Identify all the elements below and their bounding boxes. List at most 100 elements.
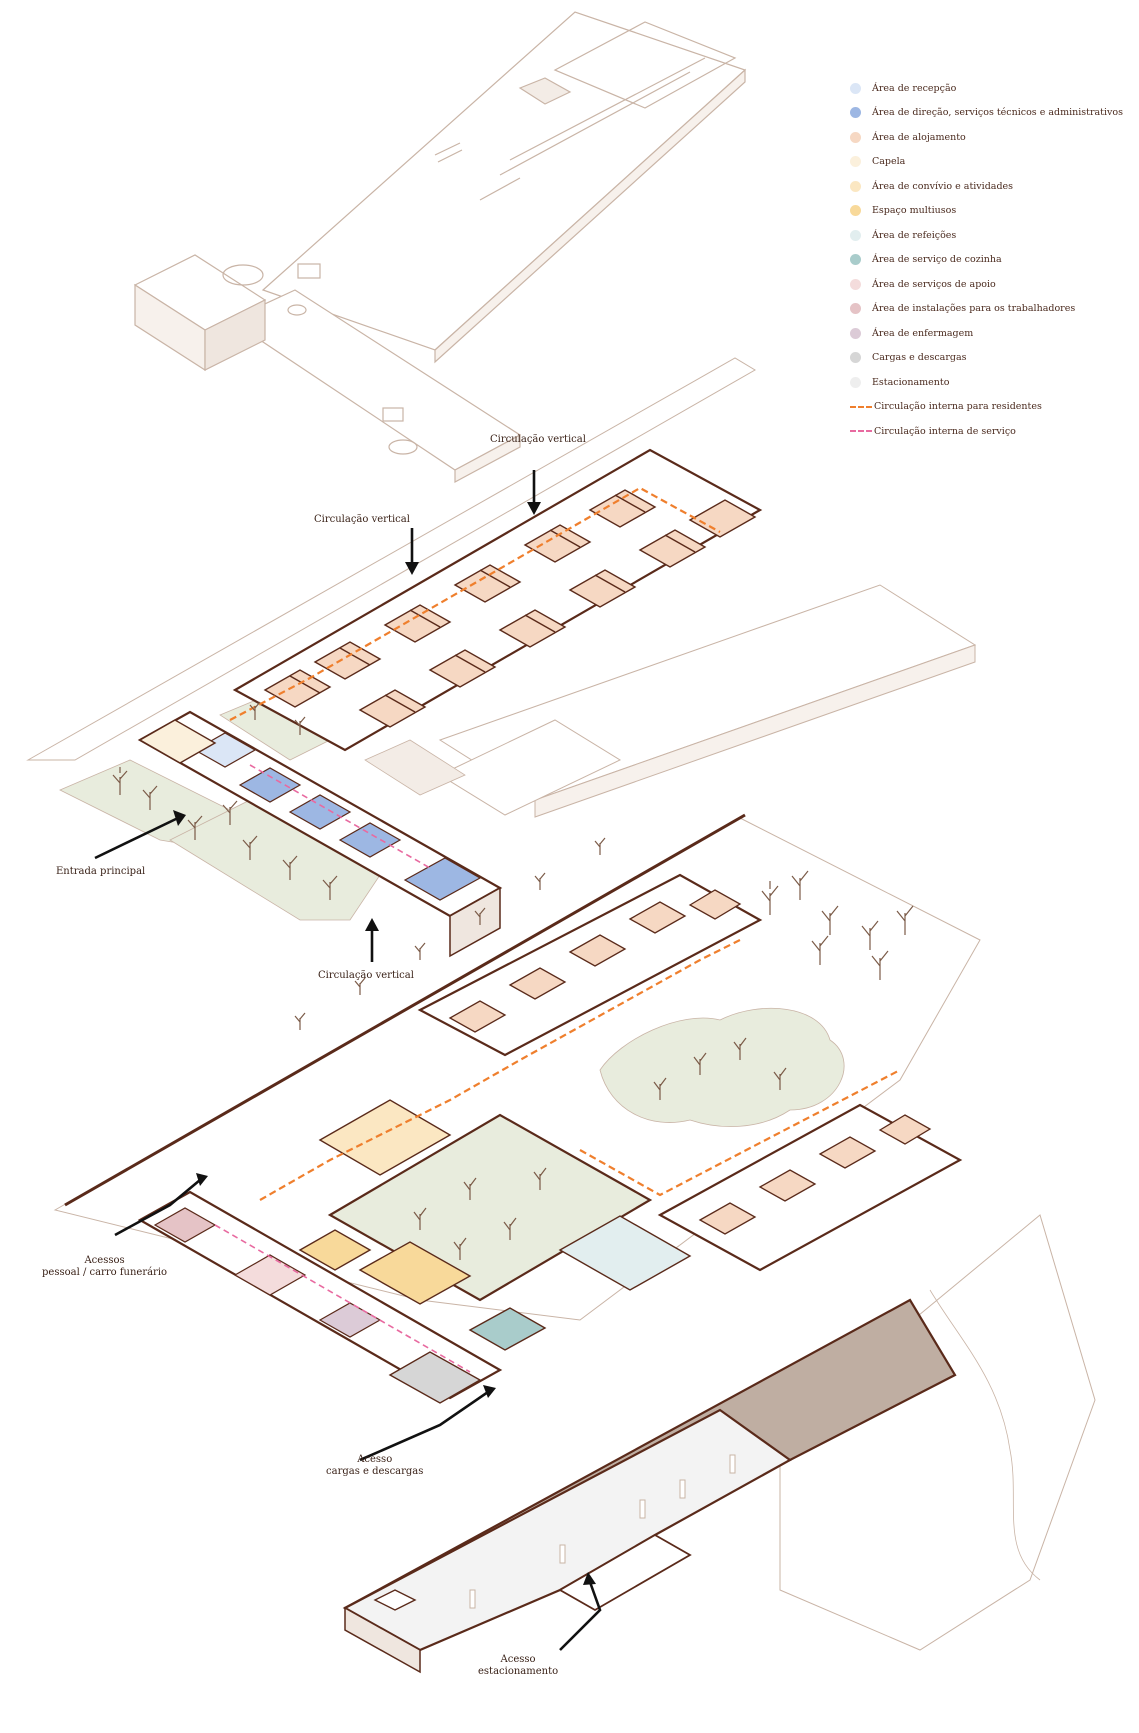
legend-swatch <box>850 180 861 192</box>
arrow-vertical-mid-head <box>405 562 419 575</box>
legend-swatch <box>850 278 861 290</box>
arrow-vertical-top-head <box>527 502 541 515</box>
ground-residential-rooms <box>448 889 932 1235</box>
upper-chapel <box>138 719 217 764</box>
legend-swatch <box>850 82 861 94</box>
legend-item: Espaço multiusos <box>850 199 1130 224</box>
ground-dining <box>558 1215 692 1291</box>
upper-service-circulation <box>249 764 431 869</box>
upper-front-wing-side <box>449 886 501 958</box>
upper-terrace-steps <box>364 739 466 796</box>
legend-item: Área de refeições <box>850 223 1130 248</box>
legend-item: Cargas e descargas <box>850 346 1130 371</box>
roof-lower-wing-side <box>454 433 521 484</box>
ground-resident-circulation <box>259 939 741 1201</box>
roof-skylight <box>553 21 737 109</box>
arrow-acessos-pessoal <box>114 1179 201 1237</box>
legend-label: Área de alojamento <box>872 131 966 143</box>
upper-terrace-lower <box>438 719 622 816</box>
legend-swatch <box>850 352 861 364</box>
upper-floor-site <box>26 357 756 761</box>
annotation-arrows <box>94 470 602 1651</box>
legend-item: Área de serviço de cozinha <box>850 248 1130 273</box>
upper-admin-rooms <box>238 767 482 901</box>
upper-residential-partitions <box>289 494 696 713</box>
label-entrada-principal: Entrada principal <box>56 866 146 877</box>
legend-label: Área de instalações para os trabalhadore… <box>872 303 1076 315</box>
legend-label: Área de recepção <box>872 82 957 94</box>
upper-terrace-roof-side <box>534 644 976 818</box>
roof-level <box>133 11 747 484</box>
legend-item: Área de alojamento <box>850 125 1130 150</box>
arrow-entrada <box>94 816 179 860</box>
legend-line-item: Circulação interna de serviço <box>850 419 1130 444</box>
legend-swatch <box>850 303 861 315</box>
legend-label: Cargas e descargas <box>872 352 967 364</box>
legend-swatch <box>850 254 861 266</box>
legend-swatch <box>850 376 861 388</box>
legend-swatch <box>850 205 861 217</box>
legend-line-swatch <box>850 430 872 433</box>
upper-trees <box>112 701 338 900</box>
legend-swatch <box>850 156 861 168</box>
legend-swatch <box>850 131 861 143</box>
legend-swatch <box>850 327 861 339</box>
legend-label: Área de convívio e atividades <box>872 180 1014 192</box>
legend-item: Capela <box>850 150 1130 175</box>
arrow-acesso-estacionamento-head <box>583 1572 596 1585</box>
ground-garden <box>599 1007 845 1127</box>
roof-lantern <box>518 77 572 105</box>
label-acesso-estacionamento: Acesso estacionamento <box>478 1654 559 1677</box>
arrow-entrada-head <box>173 810 186 826</box>
basement-columns <box>469 1454 736 1609</box>
legend-item: Área de recepção <box>850 76 1130 101</box>
legend-line-swatch <box>850 405 872 408</box>
legend-item: Área de enfermagem <box>850 321 1130 346</box>
basement-floor <box>342 1408 793 1652</box>
legend-item: Área de serviços de apoio <box>850 272 1130 297</box>
legend-item: Área de convívio e atividades <box>850 174 1130 199</box>
legend-label: Área de enfermagem <box>872 327 974 339</box>
ground-multipurpose-room-2 <box>298 1229 372 1271</box>
upper-resident-circulation <box>229 486 721 721</box>
ground-loading <box>388 1351 482 1404</box>
legend-label: Espaço multiusos <box>872 205 957 217</box>
legend-label: Circulação interna de serviço <box>874 425 1016 437</box>
arrow-acesso-cargas <box>359 1390 489 1462</box>
upper-residential-rooms <box>263 489 757 728</box>
arrow-acesso-estacionamento <box>559 1581 602 1651</box>
ground-boundary-wall <box>64 813 746 1207</box>
label-circulacao-vertical-top: Circulação vertical <box>490 434 586 445</box>
ground-support-services <box>233 1254 307 1296</box>
legend-label: Área de serviço de cozinha <box>872 254 1002 266</box>
upper-floor <box>26 357 977 958</box>
roof-tower-side <box>204 299 266 371</box>
ground-kitchen <box>468 1307 547 1351</box>
upper-residential-wing <box>232 448 763 752</box>
legend-item: Área de instalações para os trabalhadore… <box>850 297 1130 322</box>
legend-label: Estacionamento <box>872 376 950 388</box>
ground-floor <box>53 813 1096 1651</box>
label-circulacao-vertical-low: Circulação vertical <box>318 970 414 981</box>
roof-upper-wing-side <box>434 68 746 364</box>
label-acesso-cargas: Acesso cargas e descargas <box>326 1454 424 1477</box>
legend-swatch <box>850 229 861 241</box>
arrow-acessos-pessoal-head <box>196 1173 208 1186</box>
label-circulacao-vertical-mid: Circulação vertical <box>314 514 410 525</box>
legend-label: Área de direção, serviços técnicos e adm… <box>872 107 1123 119</box>
legend-label: Área de serviços de apoio <box>872 278 996 290</box>
legend-item: Estacionamento <box>850 370 1130 395</box>
legend-label: Área de refeições <box>872 229 957 241</box>
ground-resident-circulation-2 <box>579 1069 901 1197</box>
ground-trees <box>294 837 914 1260</box>
basement-front-wall <box>344 1606 421 1674</box>
legend-label: Circulação interna para residentes <box>874 401 1042 413</box>
ground-service-circulation <box>214 1224 471 1373</box>
ground-multipurpose-room <box>358 1241 472 1305</box>
arrow-acesso-cargas-head <box>483 1385 496 1398</box>
legend: Área de recepção Área de direção, serviç… <box>850 76 1130 444</box>
legend-line-item: Circulação interna para residentes <box>850 395 1130 420</box>
legend-swatch <box>850 107 861 119</box>
basement-stair-core <box>373 1589 417 1611</box>
